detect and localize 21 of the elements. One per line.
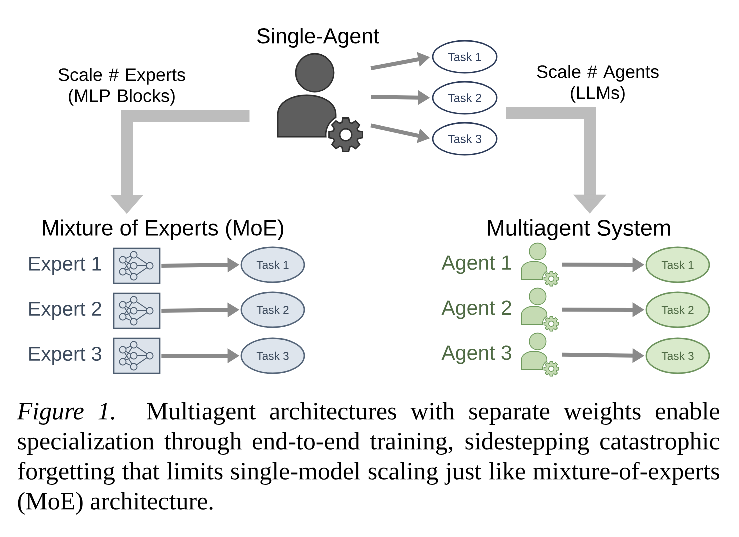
task-oval: Task 1 [240, 246, 306, 284]
heading: Multiagent System [488, 220, 670, 240]
heading: Single-Agent [257, 28, 380, 48]
task-oval: Task 2 [646, 292, 710, 328]
task-oval: Task 2 [240, 292, 306, 328]
task-oval: Task 3 [240, 338, 306, 374]
caption: Figure 1. Multiagent architectures with separate weights enable specialization through end-to-end training, sidestepping catastrophic forgetting that limits single-model scaling just like mixture-of-experts (MoE) architecture. [17, 402, 720, 515]
task-oval: Task 1 [646, 246, 710, 284]
edge-label: Scale # Experts (MLP Blocks) [58, 68, 186, 106]
task-oval: Task 3 [646, 338, 710, 374]
heading: Mixture of Experts (MoE) [43, 220, 284, 240]
row-label: Expert 1 [30, 257, 102, 275]
row-label: Agent 1 [442, 256, 512, 274]
task-oval: Task 2 [432, 81, 498, 115]
task-oval: Task 3 [432, 122, 498, 156]
edge-label: Scale # Agents (LLMs) [537, 65, 659, 103]
row-label: Expert 3 [30, 346, 102, 366]
row-label: Expert 2 [30, 302, 102, 320]
row-label: Agent 3 [442, 346, 512, 364]
task-oval: Task 1 [432, 40, 498, 74]
row-label: Agent 2 [442, 300, 512, 320]
